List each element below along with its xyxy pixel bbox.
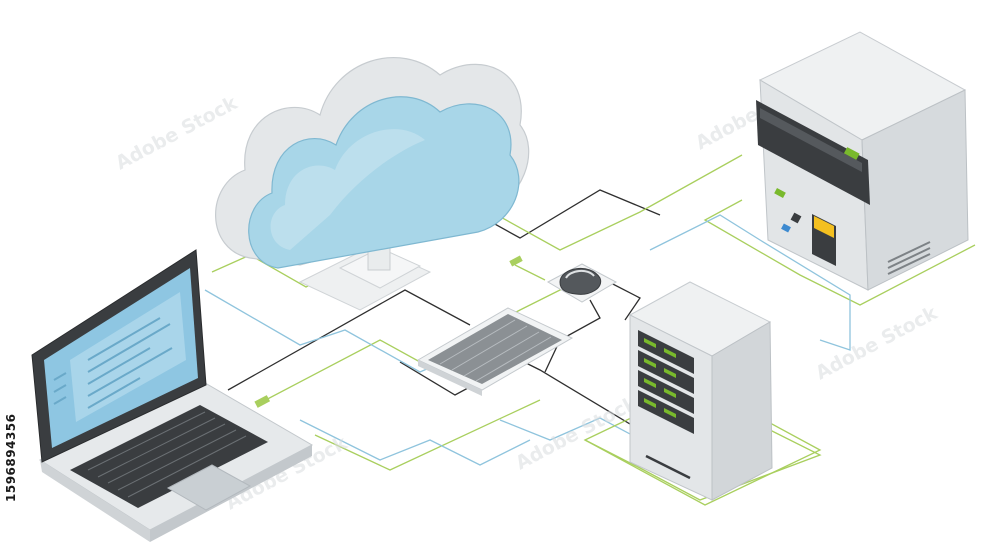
mouse-icon <box>546 263 618 303</box>
tower-slot <box>645 454 691 480</box>
link-laptop-to-cloud <box>227 289 471 391</box>
keyboard-key-rows <box>439 319 552 382</box>
tower-leds <box>644 338 676 418</box>
server-port <box>774 188 786 198</box>
keyboard-icon <box>416 307 574 396</box>
server-status-led <box>843 147 860 160</box>
tower-side <box>711 321 773 501</box>
desktop-server-icon <box>756 31 969 291</box>
green-connector-laptop <box>254 395 271 408</box>
link-green-server-loop <box>703 199 976 306</box>
green-connector-mouse <box>509 255 523 267</box>
link-mouse-to-keyboard <box>544 299 601 373</box>
watermark-text: Adobe Stock <box>112 92 241 175</box>
laptop-base-edge <box>40 460 150 542</box>
link-mouse-right <box>604 279 641 321</box>
laptop-screen-text-lines <box>87 317 173 409</box>
laptop-screen-sidebar <box>53 372 67 405</box>
keyboard-body-edge <box>418 360 482 396</box>
server-drive-door-light <box>814 216 834 238</box>
server-vents <box>887 241 931 275</box>
tower-server-icon <box>583 281 822 506</box>
stock-id-number: 1596894356 <box>4 413 18 503</box>
link-green-bottom <box>314 399 541 471</box>
cloud-face-highlight <box>270 129 425 250</box>
laptop-touchpad <box>166 464 252 511</box>
link-blue-right <box>649 214 851 351</box>
link-blue-lower <box>299 419 531 466</box>
cloud-icon <box>215 57 530 311</box>
server-drive-bay-shine <box>760 108 862 172</box>
mouse-body <box>559 268 602 295</box>
keyboard-keys <box>428 314 562 384</box>
mouse-top <box>565 270 595 279</box>
laptop-keyboard-area <box>70 405 268 508</box>
server-port <box>790 212 802 224</box>
server-right-face <box>861 89 969 291</box>
link-green-tower-pad <box>584 429 822 501</box>
server-port <box>781 223 791 233</box>
laptop-icon <box>31 249 314 542</box>
link-mouse-pad <box>514 264 546 281</box>
laptop-keys <box>87 411 247 498</box>
